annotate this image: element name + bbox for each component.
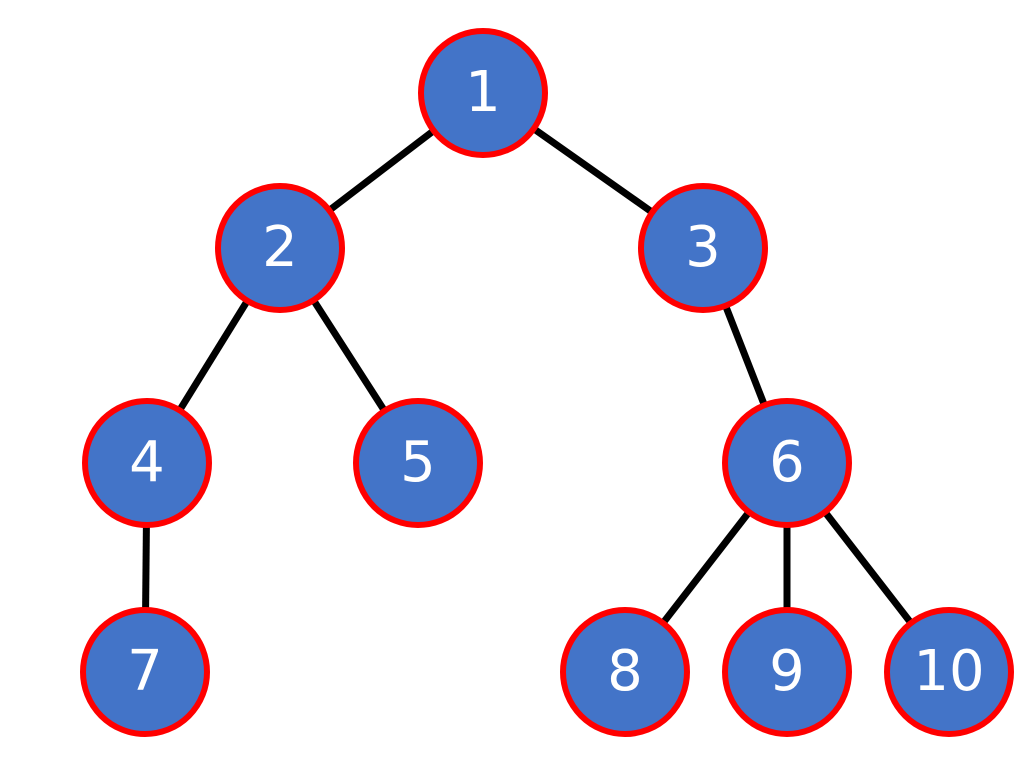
- graph-node-label: 5: [400, 430, 436, 495]
- graph-edge: [142, 525, 150, 610]
- graph-edge: [822, 510, 914, 625]
- graph-node-1[interactable]: 1: [418, 28, 548, 158]
- graph-node-label: 4: [129, 430, 165, 495]
- graph-edge: [532, 126, 654, 215]
- graph-node-2[interactable]: 2: [215, 183, 345, 313]
- graph-node-label: 10: [913, 639, 985, 704]
- graph-node-label: 6: [769, 430, 805, 495]
- graph-node-label: 2: [262, 215, 298, 280]
- graph-node-8[interactable]: 8: [560, 607, 690, 737]
- graph-edge: [722, 305, 768, 406]
- graph-node-label: 9: [769, 639, 805, 704]
- graph-edge: [327, 128, 436, 213]
- graph-edge: [311, 299, 387, 412]
- graph-node-7[interactable]: 7: [80, 607, 210, 737]
- graph-node-10[interactable]: 10: [884, 607, 1014, 737]
- graph-edge: [177, 299, 250, 412]
- graph-node-4[interactable]: 4: [82, 398, 212, 528]
- graph-edge: [660, 510, 752, 625]
- graph-node-5[interactable]: 5: [353, 398, 483, 528]
- graph-node-label: 7: [127, 639, 163, 704]
- graph-node-3[interactable]: 3: [638, 183, 768, 313]
- graph-node-label: 3: [685, 215, 721, 280]
- graph-node-6[interactable]: 6: [722, 398, 852, 528]
- graph-node-label: 8: [607, 639, 643, 704]
- graph-node-label: 1: [465, 60, 501, 125]
- graph-node-9[interactable]: 9: [722, 607, 852, 737]
